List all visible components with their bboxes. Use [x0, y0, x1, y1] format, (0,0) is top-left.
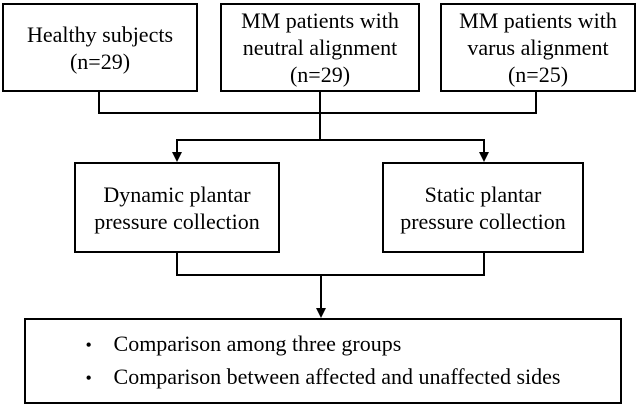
- comparison-item-groups: • Comparison among three groups: [86, 328, 561, 361]
- dynamic-label-line1: Dynamic plantar: [103, 181, 251, 207]
- varus-alignment-box: MM patients with varus alignment (n=25): [440, 3, 636, 92]
- bullet-icon: •: [85, 368, 92, 388]
- dynamic-plantar-pressure-box: Dynamic plantar pressure collection: [74, 162, 280, 253]
- healthy-subjects-box: Healthy subjects (n=29): [2, 3, 198, 92]
- comparison-groups-text: Comparison among three groups: [113, 331, 402, 356]
- static-label-line2: pressure collection: [400, 208, 566, 234]
- neutral-alignment-box: MM patients with neutral alignment (n=29…: [220, 3, 420, 92]
- bullet-icon: •: [85, 335, 92, 355]
- neutral-label-line1: MM patients with: [241, 8, 399, 33]
- dynamic-label-line2: pressure collection: [94, 208, 260, 234]
- varus-label-line1: MM patients with: [459, 8, 617, 33]
- varus-count: (n=25): [507, 62, 569, 87]
- comparison-item-sides: • Comparison between affected and unaffe…: [86, 361, 561, 394]
- comparison-list: • Comparison among three groups • Compar…: [86, 328, 561, 394]
- comparison-sides-text: Comparison between affected and unaffect…: [113, 364, 561, 389]
- static-label-line1: Static plantar: [424, 181, 542, 207]
- healthy-label: Healthy subjects: [26, 21, 174, 47]
- varus-label-line2: varus alignment: [467, 35, 609, 60]
- neutral-label-line2: neutral alignment: [242, 35, 398, 60]
- static-plantar-pressure-box: Static plantar pressure collection: [382, 162, 584, 253]
- healthy-count: (n=29): [69, 48, 131, 74]
- neutral-count: (n=29): [289, 62, 351, 87]
- comparison-box: • Comparison among three groups • Compar…: [24, 318, 622, 404]
